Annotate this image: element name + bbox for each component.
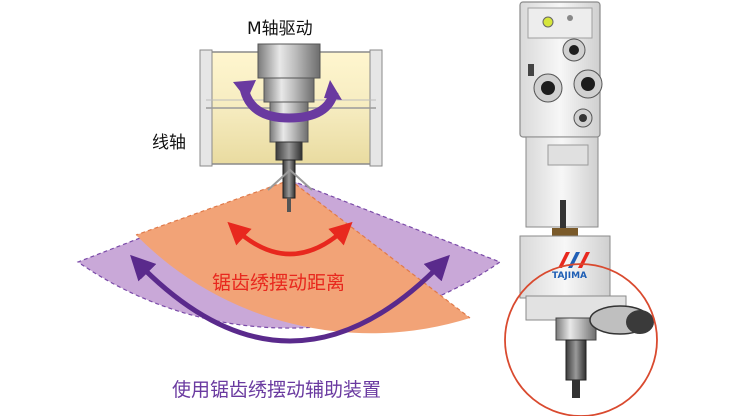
large-swing-arrow <box>130 254 450 344</box>
assist-device-caption: 使用锯齿绣摆动辅助装置 <box>172 379 382 401</box>
rotation-arrow <box>239 86 339 123</box>
zigzag-distance-label: 锯齿绣摆动距离 <box>212 272 346 294</box>
zigzag-arrow <box>227 221 353 257</box>
line-axis-label: 线轴 <box>152 133 186 153</box>
rotation-arrow-tail <box>324 80 342 100</box>
machine-head <box>519 1 654 398</box>
brand-logo-text: TAJIMA <box>552 271 587 281</box>
highlight-circle <box>504 263 658 416</box>
inner-fan-edge <box>135 179 471 319</box>
m-axis-drive-label: M轴驱动 <box>247 19 313 39</box>
rotation-arrow-head <box>233 80 256 100</box>
